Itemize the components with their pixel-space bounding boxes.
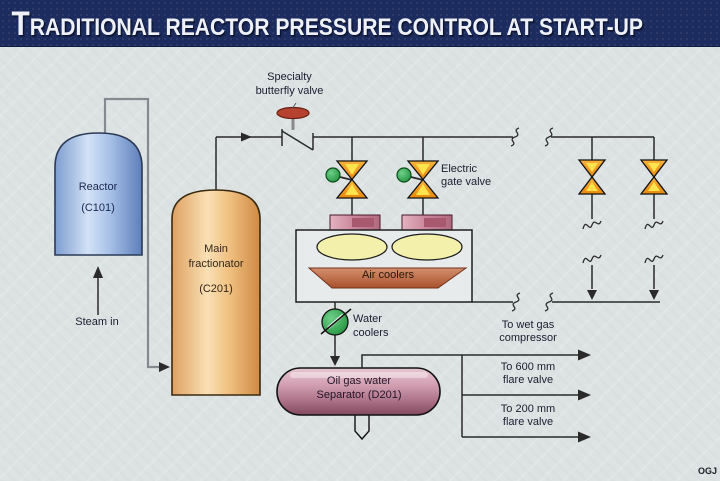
air-cooler-header-1: [329, 214, 381, 231]
electric-gate-valve-1: [325, 137, 369, 215]
credit-text: OGJ: [697, 466, 717, 476]
electric-gate-valve-label: Electric gate valve: [441, 163, 492, 188]
electric-gate-valve-2: [396, 137, 440, 215]
reactor-label: Reactor (C101): [78, 181, 118, 214]
steam-in-label: Steam in: [75, 316, 119, 328]
line-break-symbols: [510, 127, 664, 312]
steam-in-arrow: [93, 266, 103, 315]
air-cooler-header-2: [401, 214, 453, 231]
feed-arrowhead: [159, 362, 170, 372]
air-coolers-label: Air coolers: [362, 269, 414, 281]
motor-icon: [396, 167, 412, 183]
reactor-vessel: [54, 132, 143, 256]
flare-gate-valve-2: [639, 137, 669, 300]
flow-arrowhead: [587, 290, 597, 300]
outlet-lines: [361, 349, 591, 443]
separator-drain: [354, 415, 370, 441]
separator-vessel: [276, 367, 441, 441]
motor-icon: [325, 167, 341, 183]
flare-600-label: To 600 mm flare valve: [500, 361, 556, 386]
reactor-outlet-pipe: [103, 97, 170, 372]
fractionator-vessel: [171, 189, 261, 396]
valve-actuator-cap: [276, 106, 310, 120]
separator-label: Oil gas water Separator (D201): [316, 375, 402, 401]
water-coolers-label: Water coolers: [353, 313, 389, 339]
fan-icon: [316, 233, 388, 261]
flare-200-label: To 200 mm flare valve: [500, 403, 556, 428]
title-bar: TRADITIONAL REACTOR PRESSURE CONTROL AT …: [0, 0, 720, 47]
figure-title: TRADITIONAL REACTOR PRESSURE CONTROL AT …: [11, 5, 644, 43]
flow-arrowhead: [330, 356, 340, 366]
wet-gas-arrowhead: [578, 349, 591, 361]
piping-diagram: [54, 97, 669, 443]
air-coolers-unit: [295, 229, 473, 303]
flow-arrowhead: [649, 290, 659, 300]
overhead-line: [215, 132, 654, 190]
air-cooler-body: [307, 267, 468, 289]
fractionator-label: Main fractionator (C201): [188, 243, 244, 295]
water-cooler-branch: [320, 302, 352, 366]
flare600-arrowhead: [578, 389, 591, 401]
flare200-arrowhead: [578, 431, 591, 443]
flare-gate-valve-1: [577, 137, 607, 300]
butterfly-valve-label: Specialty butterfly valve: [255, 71, 324, 97]
fan-icon: [391, 233, 463, 261]
flow-arrowhead: [241, 132, 252, 142]
wet-gas-compressor-label: To wet gas compressor: [499, 319, 557, 344]
butterfly-valve-icon: [276, 102, 314, 151]
